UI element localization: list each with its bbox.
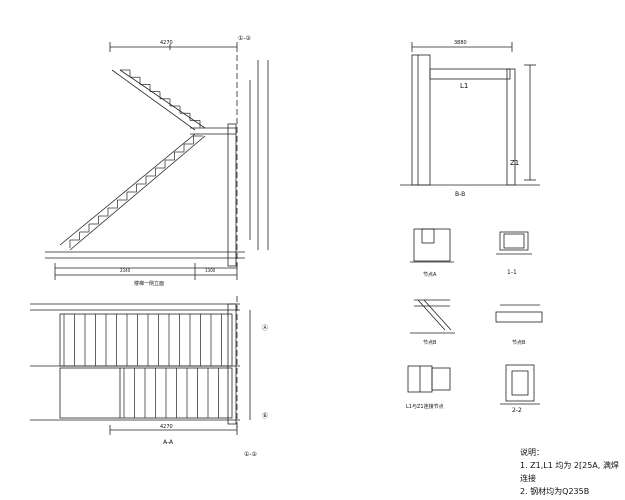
column-label: Z1 [510, 159, 519, 167]
grid-label-b: Ⓑ [262, 412, 268, 420]
notes-block: 说明： 1. Z1,L1 均为 2[25A, 满焊连接 2. 钢材均为Q235B [520, 446, 625, 498]
elev-dim-left: 2340 [120, 268, 131, 273]
bb-caption: B-B [455, 191, 465, 198]
bb-dimension: 3880 [454, 40, 467, 46]
note-line-2: 2. 钢材均为Q235B [520, 487, 590, 496]
detail-1-1 [496, 231, 532, 255]
elevation-caption: 楼梯一侧立面 [134, 280, 164, 287]
elev-dim-right: 1300 [205, 268, 216, 273]
grid-label-bottom: ①-② [244, 451, 258, 458]
detail-mid-right-caption: 节点B [512, 340, 526, 346]
grid-label-a: Ⓐ [262, 324, 268, 332]
stair-plan [30, 296, 251, 435]
note-line-1: 1. Z1,L1 均为 2[25A, 满焊连接 [520, 461, 619, 483]
plan-caption: A-A [163, 439, 174, 446]
beam-label: L1 [460, 82, 468, 90]
section-22-caption: 2-2 [512, 407, 522, 414]
top-dimension: 4270 [160, 40, 173, 46]
detail-upper-left [410, 228, 454, 263]
lower-flight-treads [69, 135, 203, 248]
detail-c-caption: L1与Z1连接节点 [406, 403, 444, 410]
detail-l1-z1 [407, 365, 451, 393]
detail-a-caption: 节点A [423, 272, 437, 278]
section-11-caption: 1-1 [507, 269, 517, 276]
stair-elevation [45, 42, 269, 280]
detail-b-caption: 节点B [423, 340, 437, 346]
detail-mid-left [410, 299, 455, 334]
grid-label-top: ①-② [238, 35, 252, 42]
plan-treads [63, 314, 222, 418]
detail-2-2 [500, 364, 540, 405]
section-bb [400, 42, 540, 186]
notes-title: 说明： [520, 448, 544, 457]
upper-flight-treads [120, 69, 201, 128]
detail-mid-right [495, 304, 543, 323]
bottom-dimension: 4270 [160, 424, 173, 430]
